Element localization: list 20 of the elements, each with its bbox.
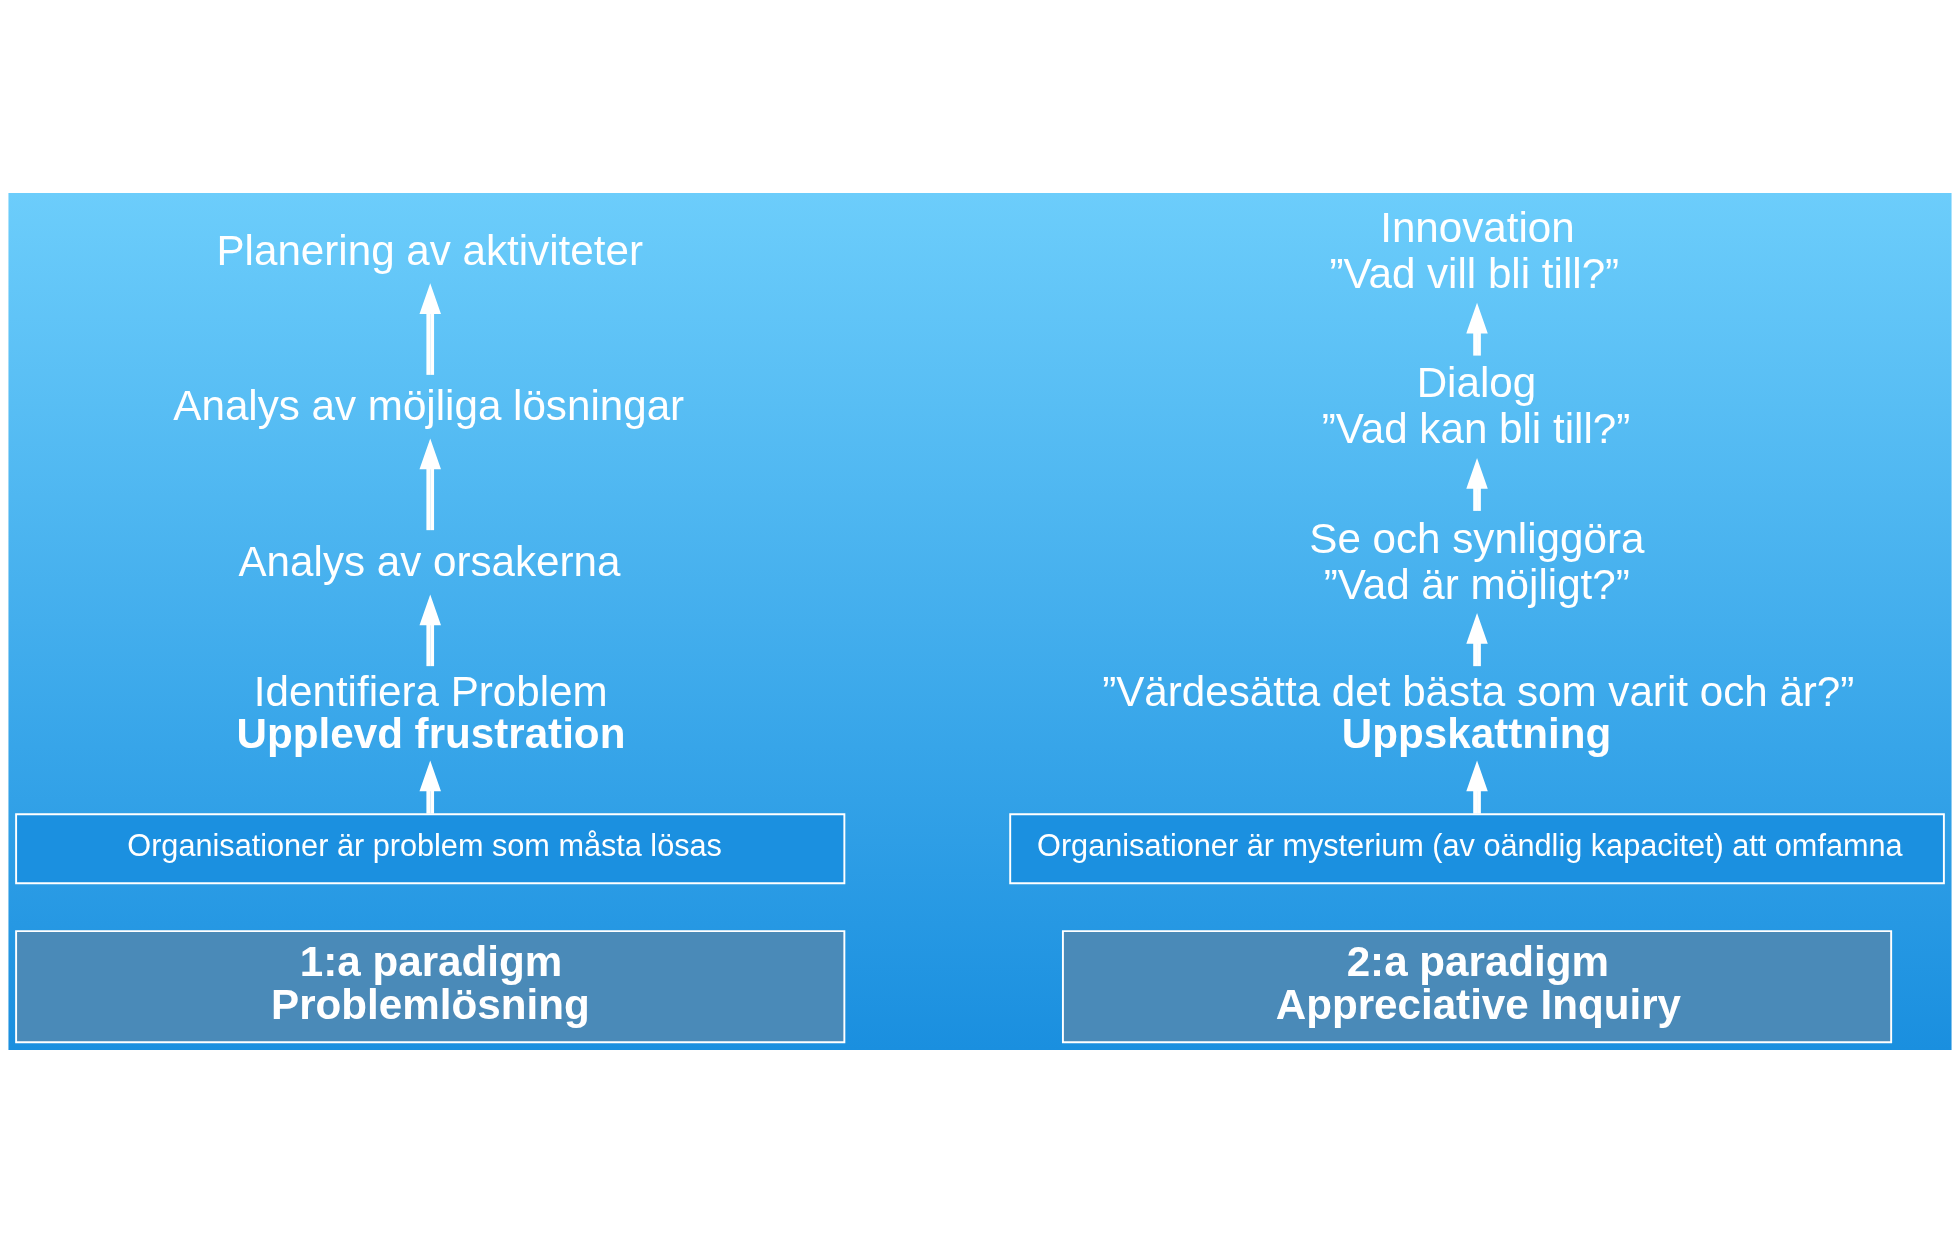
node-text: Analys av möjliga lösningar <box>173 381 685 429</box>
node-text: Analys av orsakerna <box>238 537 621 585</box>
node-text: Planering av aktiviteter <box>216 226 643 274</box>
arrow <box>419 760 441 814</box>
arrow <box>1466 760 1488 814</box>
node-text: Dialog ”Vad kan bli till?” <box>1321 358 1631 452</box>
arrow <box>1466 302 1488 356</box>
node-text: ”Värdesätta det bästa som varit och är?” Uppskattning <box>1102 667 1855 757</box>
arrow <box>419 282 441 375</box>
node-box: 2:a paradigm Appreciative Inquiry <box>1061 929 1893 1043</box>
arrow <box>1466 457 1488 511</box>
arrow <box>419 594 441 666</box>
arrow <box>1466 612 1488 666</box>
arrow <box>419 438 441 530</box>
node-box: Organisationer är mysterium (av oändlig kapacitet) att omfamna <box>1009 812 1945 884</box>
node-text: Se och synliggöra ”Vad är möjligt?” <box>1309 514 1645 608</box>
node-box: Organisationer är problem som måsta lösas <box>15 812 846 884</box>
node-text: Identifiera Problem Upplevd frustration <box>236 667 626 757</box>
node-text: Innovation ”Vad vill bli till?” <box>1329 203 1620 297</box>
node-box: 1:a paradigm Problemlösning <box>15 929 846 1043</box>
